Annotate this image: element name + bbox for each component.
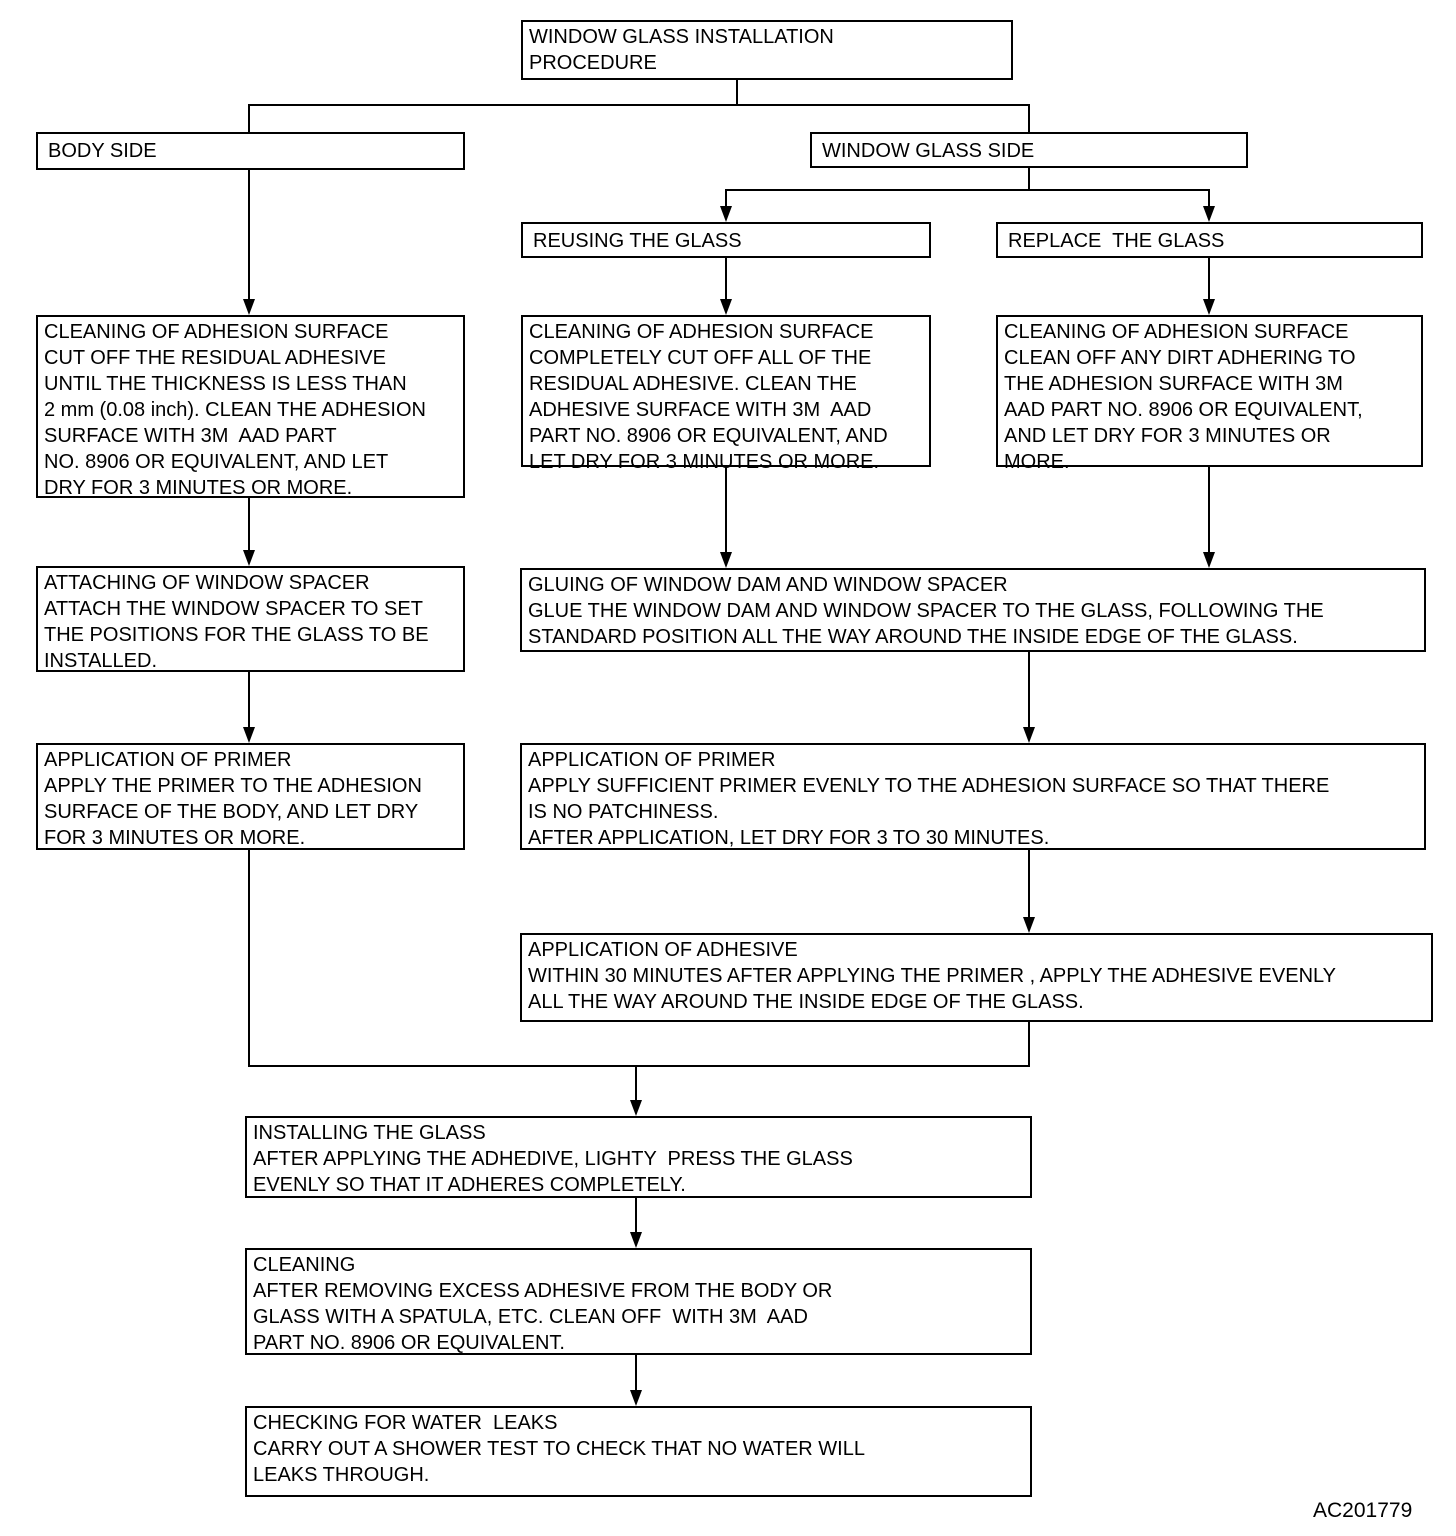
node-attaching-spacer: ATTACHING OF WINDOW SPACER ATTACH THE WI… bbox=[36, 566, 465, 672]
node-body-cleaning-text: CLEANING OF ADHESION SURFACE CUT OFF THE… bbox=[44, 321, 426, 499]
arrowhead-icon bbox=[1203, 552, 1215, 568]
connector-cleaning-to-leakcheck bbox=[635, 1355, 637, 1390]
arrowhead-icon bbox=[1203, 206, 1215, 222]
node-glass-primer-text: APPLICATION OF PRIMER APPLY SUFFICIENT P… bbox=[528, 749, 1330, 849]
node-replace-cleaning: CLEANING OF ADHESION SURFACE CLEAN OFF A… bbox=[996, 315, 1423, 473]
connector-to-replace bbox=[1208, 189, 1210, 208]
arrowhead-icon bbox=[1023, 917, 1035, 933]
arrowhead-icon bbox=[720, 299, 732, 315]
connector-body-primer-drop bbox=[248, 850, 250, 1067]
arrowhead-icon bbox=[630, 1232, 642, 1248]
arrowhead-icon bbox=[243, 299, 255, 315]
arrowhead-icon bbox=[720, 206, 732, 222]
node-replace-the-glass: REPLACE THE GLASS bbox=[996, 222, 1423, 258]
connector-wgs-drop bbox=[1028, 168, 1030, 191]
node-attaching-spacer-text: ATTACHING OF WINDOW SPACER ATTACH THE WI… bbox=[44, 572, 429, 672]
connector-to-reusing bbox=[725, 189, 727, 208]
node-water-leak-check-text: CHECKING FOR WATER LEAKS CARRY OUT A SHO… bbox=[253, 1412, 865, 1486]
connector-merge-bar bbox=[248, 1065, 1030, 1067]
connector-gluing-to-primer bbox=[1028, 652, 1030, 729]
node-body-primer: APPLICATION OF PRIMER APPLY THE PRIMER T… bbox=[36, 743, 465, 850]
node-replace-the-glass-text: REPLACE THE GLASS bbox=[1008, 230, 1225, 252]
node-title: WINDOW GLASS INSTALLATION PROCEDURE bbox=[521, 20, 1013, 80]
node-window-glass-side: WINDOW GLASS SIDE bbox=[810, 132, 1248, 168]
arrowhead-icon bbox=[630, 1390, 642, 1406]
connector-cleaning-to-attaching bbox=[248, 498, 250, 552]
connector-attaching-to-primer bbox=[248, 672, 250, 729]
connector-reuse-cleaning-to-gluing bbox=[725, 467, 727, 554]
node-gluing-dam-text: GLUING OF WINDOW DAM AND WINDOW SPACER G… bbox=[528, 574, 1324, 648]
node-title-text: WINDOW GLASS INSTALLATION PROCEDURE bbox=[529, 26, 834, 74]
arrowhead-icon bbox=[243, 550, 255, 566]
arrowhead-icon bbox=[720, 552, 732, 568]
arrowhead-icon bbox=[1023, 727, 1035, 743]
connector-replace-to-cleaning bbox=[1208, 258, 1210, 301]
connector-glass-branch bbox=[725, 189, 1210, 191]
connector-primer-to-adhesive bbox=[1028, 850, 1030, 919]
figure-id-label: AC201779 bbox=[1313, 1499, 1413, 1522]
node-window-glass-side-text: WINDOW GLASS SIDE bbox=[822, 140, 1035, 162]
node-adhesive: APPLICATION OF ADHESIVE WITHIN 30 MINUTE… bbox=[520, 933, 1433, 1022]
node-replace-cleaning-text: CLEANING OF ADHESION SURFACE CLEAN OFF A… bbox=[1004, 321, 1363, 473]
node-reuse-cleaning-text: CLEANING OF ADHESION SURFACE COMPLETELY … bbox=[529, 321, 888, 473]
connector-body-side-to-cleaning bbox=[248, 170, 250, 301]
node-final-cleaning-text: CLEANING AFTER REMOVING EXCESS ADHESIVE … bbox=[253, 1254, 833, 1354]
node-reusing-the-glass-text: REUSING THE GLASS bbox=[533, 230, 742, 252]
node-body-side: BODY SIDE bbox=[36, 132, 465, 170]
connector-adhesive-drop bbox=[1028, 1022, 1030, 1067]
node-gluing-dam: GLUING OF WINDOW DAM AND WINDOW SPACER G… bbox=[520, 568, 1426, 652]
node-body-primer-text: APPLICATION OF PRIMER APPLY THE PRIMER T… bbox=[44, 749, 422, 849]
arrowhead-icon bbox=[1203, 299, 1215, 315]
node-glass-primer: APPLICATION OF PRIMER APPLY SUFFICIENT P… bbox=[520, 743, 1426, 850]
connector-title-drop bbox=[736, 80, 738, 106]
node-installing-text: INSTALLING THE GLASS AFTER APPLYING THE … bbox=[253, 1122, 853, 1196]
node-final-cleaning: CLEANING AFTER REMOVING EXCESS ADHESIVE … bbox=[245, 1248, 1032, 1355]
node-water-leak-check: CHECKING FOR WATER LEAKS CARRY OUT A SHO… bbox=[245, 1406, 1032, 1497]
connector-installing-to-cleaning bbox=[635, 1198, 637, 1232]
connector-reusing-to-cleaning bbox=[725, 258, 727, 301]
node-adhesive-text: APPLICATION OF ADHESIVE WITHIN 30 MINUTE… bbox=[528, 939, 1336, 1013]
connector-top-branch bbox=[249, 104, 1030, 106]
node-installing: INSTALLING THE GLASS AFTER APPLYING THE … bbox=[245, 1116, 1032, 1198]
node-body-cleaning: CLEANING OF ADHESION SURFACE CUT OFF THE… bbox=[36, 315, 465, 499]
connector-replace-cleaning-to-gluing bbox=[1208, 467, 1210, 554]
connector-to-window-glass-side bbox=[1028, 104, 1030, 132]
node-reusing-the-glass: REUSING THE GLASS bbox=[521, 222, 931, 258]
connector-to-installing bbox=[635, 1065, 637, 1100]
node-reuse-cleaning: CLEANING OF ADHESION SURFACE COMPLETELY … bbox=[521, 315, 931, 473]
node-body-side-text: BODY SIDE bbox=[48, 140, 157, 162]
arrowhead-icon bbox=[630, 1100, 642, 1116]
arrowhead-icon bbox=[243, 727, 255, 743]
connector-to-body-side bbox=[248, 104, 250, 132]
